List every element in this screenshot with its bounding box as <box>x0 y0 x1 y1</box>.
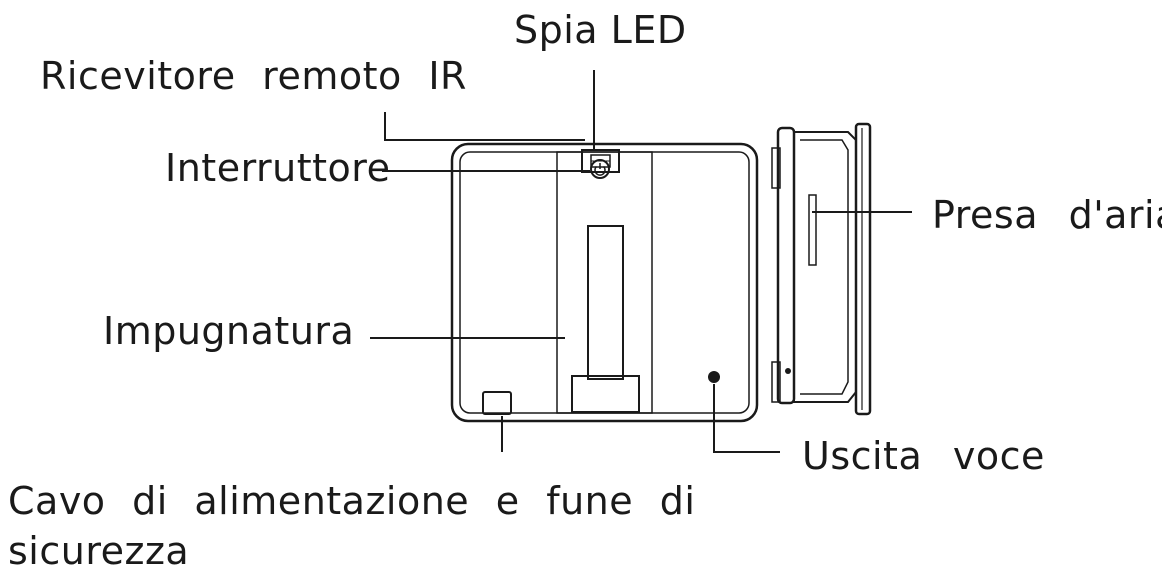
side-view <box>771 122 872 416</box>
callout-lines <box>370 70 912 453</box>
side-body <box>793 131 857 403</box>
speaker-hole <box>708 371 720 383</box>
power-switch-label: Interruttore <box>165 146 391 190</box>
air-intake-label: Presa d'aria <box>932 193 1162 237</box>
air-intake-slot <box>808 194 817 266</box>
cable-connector <box>482 391 512 415</box>
side-flange <box>854 122 872 416</box>
voice-output-label: Uscita voce <box>802 434 1045 478</box>
power-icon[interactable] <box>590 159 610 179</box>
handle-label: Impugnatura <box>103 309 355 353</box>
cable-label-line1: Cavo di alimentazione e fune di <box>8 479 696 523</box>
cable-label-line2: sicurezza <box>8 529 190 573</box>
front-body-outline <box>450 142 759 423</box>
front-view <box>450 142 759 423</box>
handle-slot <box>587 225 624 380</box>
front-body-inner <box>459 151 750 414</box>
led-indicator-label: Spia LED <box>514 8 687 52</box>
led-housing <box>581 149 620 173</box>
handle-base <box>571 375 640 413</box>
cable-label: Cavo di alimentazione e fune di sicurezz… <box>8 476 728 576</box>
ir-receiver-label: Ricevitore remoto IR <box>40 54 467 98</box>
center-strip <box>556 151 653 414</box>
